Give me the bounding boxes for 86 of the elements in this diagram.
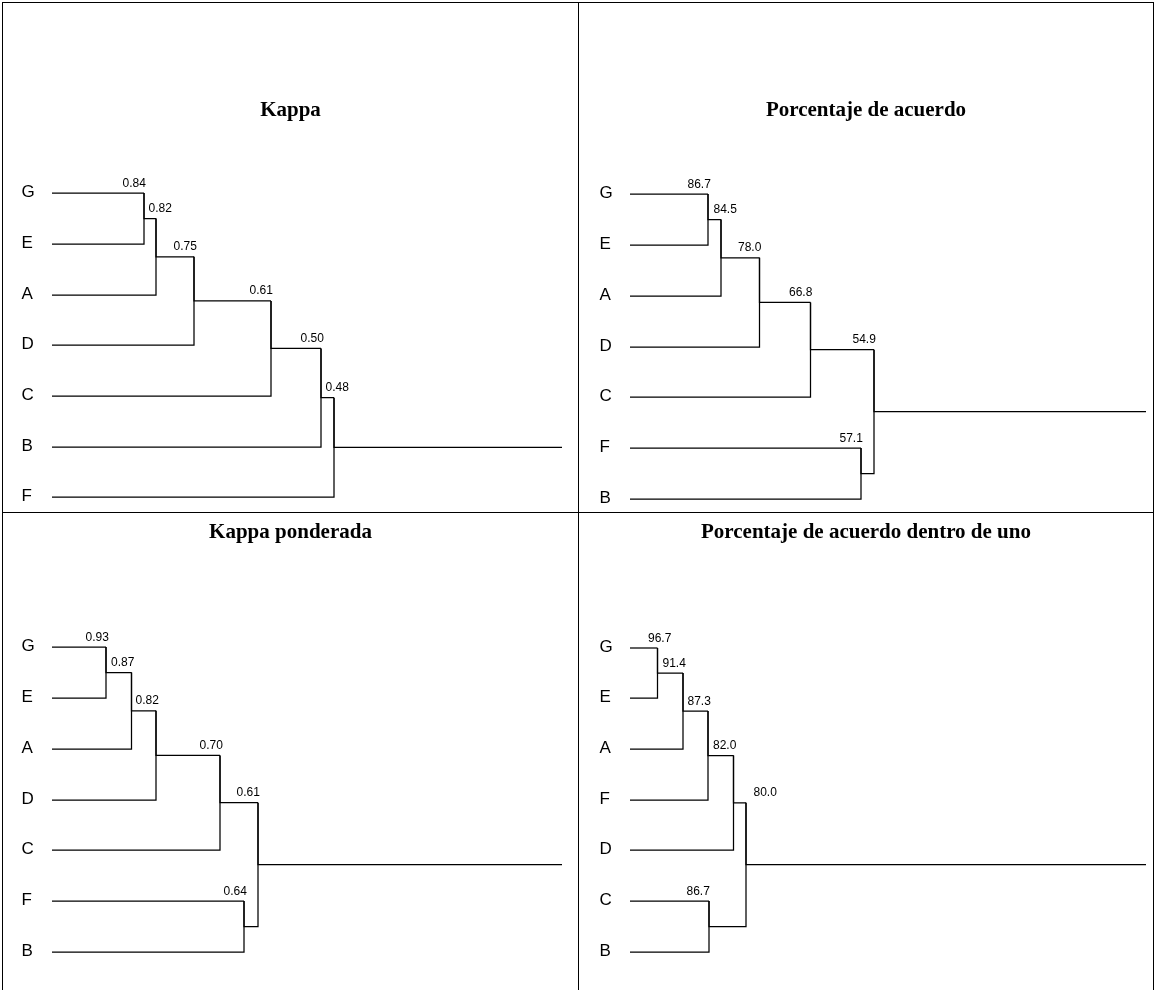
dendrogram-branch [51,900,245,902]
panel-title: Porcentaje de acuerdo [765,97,967,122]
dendrogram-branch [51,646,107,648]
dendrogram-branch [320,347,335,399]
similarity-value: 0.84 [122,175,146,193]
similarity-value: 87.3 [687,693,711,711]
similarity-value: 0.93 [85,629,109,647]
leaf-label: D [599,335,630,358]
dendrogram-branch [629,647,659,649]
leaf-label: E [21,686,52,709]
similarity-value: 0.87 [111,655,135,672]
leaf-label: A [599,737,630,760]
leaf-label: A [21,737,52,760]
dendrogram-branch [51,192,145,194]
leaf-label: F [599,788,630,811]
similarity-value: 84.5 [713,202,737,219]
leaf-label: E [599,686,630,709]
leaf-label: C [21,838,52,861]
leaf-label: G [21,181,52,204]
dendrogram-branch [333,397,563,448]
similarity-value: 96.7 [648,630,672,648]
leaf-label: F [21,485,52,508]
similarity-value: 91.4 [662,655,686,673]
dendrogram-branch [629,900,710,902]
dendrogram-branch [682,672,709,712]
similarity-value: 0.50 [300,330,324,348]
dendrogram-panel [2,2,579,513]
dendrogram-branch [758,257,812,303]
leaf-label: A [599,284,630,307]
dendrogram-branch [707,710,735,757]
similarity-value: 66.8 [789,284,813,302]
dendrogram-branch [219,754,259,804]
leaf-label: E [21,232,52,255]
dendrogram-branch [629,447,862,449]
leaf-label: B [21,435,52,458]
dendrogram-branch [809,301,875,351]
panel-title: Kappa ponderada [209,519,372,544]
similarity-value: 57.1 [839,430,863,448]
similarity-value: 0.75 [173,239,197,257]
dendrogram-branch [656,647,684,674]
dendrogram-branch [130,671,157,712]
dendrogram-branch [155,710,221,756]
leaf-label: B [21,940,52,963]
leaf-label: C [599,889,630,912]
similarity-value: 86.7 [686,883,710,901]
similarity-value: 82.0 [713,738,737,755]
leaf-label: F [21,889,52,912]
leaf-label: G [21,635,52,658]
similarity-value: 0.70 [199,737,223,755]
similarity-value: 0.82 [135,693,159,711]
similarity-value: 80.0 [745,785,777,803]
dendrogram-branch [873,349,1147,413]
leaf-label: G [599,636,630,659]
similarity-value: 0.64 [223,883,247,901]
dendrogram-branch [745,802,1147,866]
dendrogram-branch [720,218,761,259]
dendrogram-branch [707,193,722,221]
similarity-value: 78.0 [738,240,762,258]
similarity-value: 0.82 [148,201,172,218]
leaf-label: B [599,487,630,510]
dendrogram-branch [257,802,563,866]
similarity-value: 0.61 [236,785,260,803]
similarity-value: 54.9 [852,332,876,350]
leaf-label: E [599,233,630,256]
dendrogram-branch [270,300,322,350]
leaf-label: D [21,333,52,356]
leaf-label: D [21,788,52,811]
similarity-value: 0.61 [249,283,273,301]
leaf-label: C [21,384,52,407]
dendrogram-branch [629,193,709,195]
dendrogram-branch [155,217,195,258]
dendrogram-branch [732,754,747,804]
dendrogram-branch [143,192,157,220]
dendrogram-branch [193,256,272,302]
similarity-value: 86.7 [687,176,711,194]
leaf-label: B [599,940,630,963]
leaf-label: F [599,436,630,459]
dendrogram-branch [105,646,133,674]
leaf-label: D [599,838,630,861]
similarity-value: 0.48 [325,380,349,398]
leaf-label: C [599,385,630,408]
panel-title: Porcentaje de acuerdo dentro de uno [701,519,1031,544]
panel-title: Kappa [260,97,321,122]
leaf-label: G [599,182,630,205]
dendrogram-panel [578,2,1154,513]
leaf-label: A [21,283,52,306]
